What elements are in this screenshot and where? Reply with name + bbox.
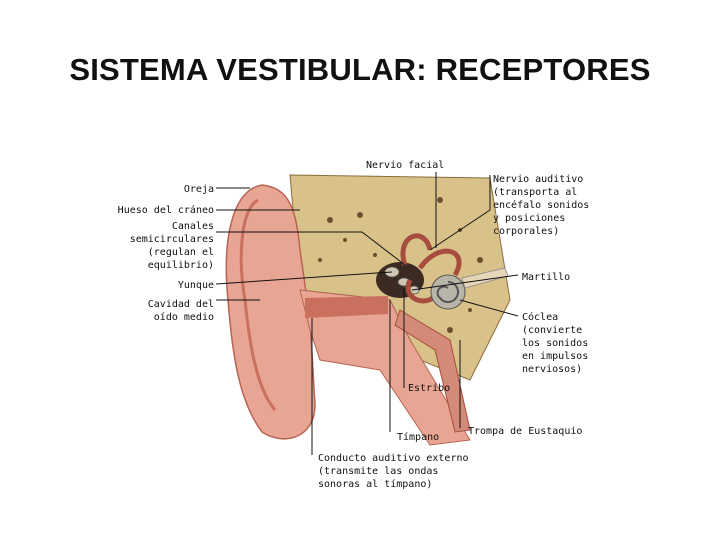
label-timpano: Tímpano bbox=[397, 432, 440, 443]
cochlea bbox=[430, 274, 466, 310]
slide-title: SISTEMA VESTIBULAR: RECEPTORES bbox=[69, 52, 651, 87]
label-cavidad-oido-medio: Cavidad del oído medio bbox=[147, 299, 214, 323]
leader-lines bbox=[215, 172, 519, 455]
label-canales-semicirculares: Canales semicirculares (regulan el equil… bbox=[129, 221, 214, 271]
label-coclea: Cóclea (convierte los sonidos en impulso… bbox=[522, 312, 589, 375]
label-hueso-del-craneo: Hueso del cráneo bbox=[117, 205, 214, 216]
label-estribo: Estribo bbox=[408, 383, 451, 394]
label-oreja: Oreja bbox=[183, 184, 214, 195]
label-trompa-de-eustaquio: Trompa de Eustaquio bbox=[468, 426, 583, 437]
label-martillo: Martillo bbox=[522, 272, 571, 283]
outer-ear-pinna bbox=[225, 184, 316, 440]
ear-canal-tissue bbox=[299, 289, 471, 446]
label-nervio-auditivo: Nervio auditivo (transporta al encéfalo … bbox=[493, 174, 590, 237]
label-conducto-auditivo-externo: Conducto auditivo externo (transmite las… bbox=[318, 453, 469, 490]
eustachian-tube bbox=[394, 309, 471, 433]
label-nervio-facial: Nervio facial bbox=[366, 160, 445, 171]
label-yunque: Yunque bbox=[177, 280, 214, 291]
bone-texture bbox=[318, 197, 483, 333]
external-auditory-canal bbox=[305, 296, 388, 318]
